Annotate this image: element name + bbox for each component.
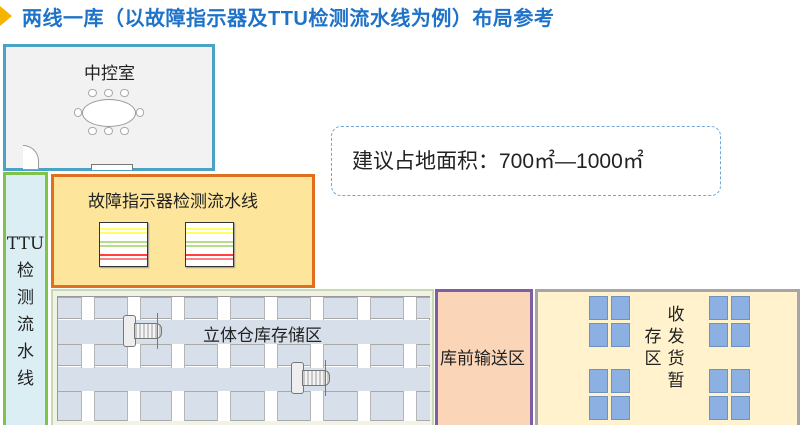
test-station-2 <box>185 222 234 267</box>
temp-storage-label-col1: 收 发 货 暂 <box>667 305 685 391</box>
control-room-label: 中控室 <box>84 64 135 84</box>
test-station-1 <box>99 222 148 267</box>
area-note-text: 建议占地面积：700㎡—1000㎡ <box>352 150 644 173</box>
ttu-line-label: TTU 检 测 流 水 线 <box>6 234 45 389</box>
temp-storage-label-col2: 存 区 <box>644 327 662 369</box>
conveyor-label: 库前输送区 <box>440 349 525 369</box>
pallet <box>589 296 608 320</box>
pallet <box>589 369 608 393</box>
door-icon <box>23 145 39 170</box>
pallet <box>611 296 630 320</box>
window-mark <box>91 164 133 170</box>
title-arrow-icon <box>0 6 12 26</box>
pallet <box>611 396 630 420</box>
stacker-crane-icon-1 <box>120 313 166 349</box>
pallet <box>731 369 750 393</box>
pallet <box>731 396 750 420</box>
ttu-line-zone: TTU 检 测 流 水 线 <box>3 172 48 425</box>
pallet <box>709 396 728 420</box>
area-note-box: 建议占地面积：700㎡—1000㎡ <box>331 126 721 196</box>
control-room-zone: 中控室 <box>3 44 215 171</box>
conveyor-zone: 库前输送区 <box>435 289 533 425</box>
pallet <box>731 323 750 347</box>
page-title: 两线一库（以故障指示器及TTU检测流水线为例）布局参考 <box>22 8 555 30</box>
rack-grid <box>57 296 430 421</box>
storage-area-label: 立体仓库存储区 <box>203 326 322 346</box>
pallet <box>589 323 608 347</box>
pallet <box>709 369 728 393</box>
stacker-crane-icon-2 <box>288 360 334 396</box>
fault-indicator-line-label: 故障指示器检测流水线 <box>88 192 258 212</box>
pallet <box>731 296 750 320</box>
pallet <box>611 323 630 347</box>
fault-indicator-line-zone: 故障指示器检测流水线 <box>51 174 315 288</box>
storage-area-zone: 立体仓库存储区 <box>51 289 434 425</box>
pallet <box>709 296 728 320</box>
pallet <box>589 396 608 420</box>
pallet <box>709 323 728 347</box>
conference-table-icon <box>74 89 144 135</box>
temp-storage-zone: 收 发 货 暂 存 区 <box>535 289 800 425</box>
pallet <box>611 369 630 393</box>
